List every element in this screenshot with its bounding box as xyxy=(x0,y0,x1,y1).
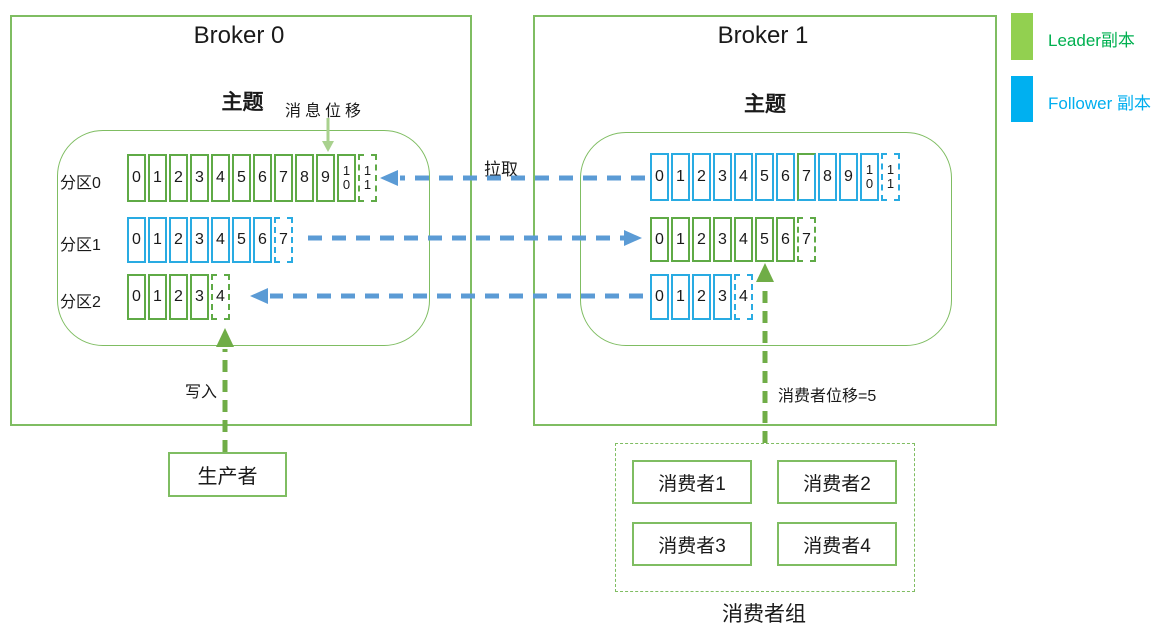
broker1-p0-cell-6: 6 xyxy=(776,153,795,201)
broker1-topic-label: 主题 xyxy=(744,93,786,116)
consumer-offset-label: 消费者位移=5 xyxy=(778,388,877,405)
broker0-p2-cell-0: 0 xyxy=(127,274,146,320)
broker0-partition1-label: 分区1 xyxy=(60,237,101,254)
broker1-p0-cell-3: 3 xyxy=(713,153,732,201)
broker0-p2-cell-3: 3 xyxy=(190,274,209,320)
broker0-p0-cell-7: 7 xyxy=(274,154,293,202)
broker0-p0-cell-8: 8 xyxy=(295,154,314,202)
broker0-p0-cell-3: 3 xyxy=(190,154,209,202)
consumer-group-box xyxy=(615,443,915,592)
broker0-p1-cell-7: 7 xyxy=(274,217,293,263)
broker0-p1-cell-5: 5 xyxy=(232,217,251,263)
broker0-p0-cell-6: 6 xyxy=(253,154,272,202)
broker0-p0-cell-10: 1 0 xyxy=(337,154,356,202)
broker0-p2-cell-1: 1 xyxy=(148,274,167,320)
broker0-p0-cell-0: 0 xyxy=(127,154,146,202)
broker0-p1-cell-6: 6 xyxy=(253,217,272,263)
consumer-group-label: 消费者组 xyxy=(722,603,806,626)
legend-follower-label: Follower 副本 xyxy=(1048,94,1151,113)
consumer-box-1: 消费者1 xyxy=(632,460,752,504)
broker0-p2-cell-4: 4 xyxy=(211,274,230,320)
legend-follower-swatch xyxy=(1011,76,1033,122)
broker0-p1-cell-2: 2 xyxy=(169,217,188,263)
broker1-p0-cell-5: 5 xyxy=(755,153,774,201)
broker1-p0-cell-4: 4 xyxy=(734,153,753,201)
legend-leader-label: Leader副本 xyxy=(1048,31,1135,50)
broker0-p0-cell-11: 1 1 xyxy=(358,154,377,202)
legend-leader-swatch xyxy=(1011,13,1033,60)
broker1-p1-cell-4: 4 xyxy=(734,217,753,262)
broker1-p1-cell-5: 5 xyxy=(755,217,774,262)
write-arrow-label: 写入 xyxy=(185,384,218,401)
broker0-p1-cell-3: 3 xyxy=(190,217,209,263)
broker1-p1-cell-0: 0 xyxy=(650,217,669,262)
broker0-p0-cell-5: 5 xyxy=(232,154,251,202)
broker1-p2-cell-0: 0 xyxy=(650,274,669,320)
broker1-p0-cell-11: 1 1 xyxy=(881,153,900,201)
broker0-p0-cell-1: 1 xyxy=(148,154,167,202)
broker0-p0-cell-4: 4 xyxy=(211,154,230,202)
broker1-p0-cell-8: 8 xyxy=(818,153,837,201)
consumer-box-3: 消费者3 xyxy=(632,522,752,566)
consumer-box-4: 消费者4 xyxy=(777,522,897,566)
broker1-p0-cell-9: 9 xyxy=(839,153,858,201)
message-offset-label: 消息位移 xyxy=(285,103,366,120)
broker0-title: Broker 0 xyxy=(193,22,285,49)
broker0-p1-cell-1: 1 xyxy=(148,217,167,263)
pull-arrow-label: 拉取 xyxy=(484,160,518,179)
broker1-p2-cell-4: 4 xyxy=(734,274,753,320)
broker1-p0-cell-0: 0 xyxy=(650,153,669,201)
broker1-p1-cell-7: 7 xyxy=(797,217,816,262)
broker0-partition0-label: 分区0 xyxy=(60,175,101,192)
broker0-box xyxy=(10,15,472,426)
producer-box: 生产者 xyxy=(168,452,287,497)
broker1-p1-cell-6: 6 xyxy=(776,217,795,262)
broker1-p1-cell-2: 2 xyxy=(692,217,711,262)
broker1-p0-cell-1: 1 xyxy=(671,153,690,201)
broker0-p2-cell-2: 2 xyxy=(169,274,188,320)
broker1-p0-cell-2: 2 xyxy=(692,153,711,201)
broker0-p0-cell-9: 9 xyxy=(316,154,335,202)
broker0-topic-label: 主题 xyxy=(221,91,264,114)
broker0-partition2-label: 分区2 xyxy=(60,294,101,311)
broker1-p2-cell-1: 1 xyxy=(671,274,690,320)
broker1-p0-cell-10: 1 0 xyxy=(860,153,879,201)
consumer-box-2: 消费者2 xyxy=(777,460,897,504)
broker0-p1-cell-0: 0 xyxy=(127,217,146,263)
broker1-p1-cell-1: 1 xyxy=(671,217,690,262)
broker1-p2-cell-3: 3 xyxy=(713,274,732,320)
broker0-p1-cell-4: 4 xyxy=(211,217,230,263)
broker0-p0-cell-2: 2 xyxy=(169,154,188,202)
broker1-p2-cell-2: 2 xyxy=(692,274,711,320)
broker1-p1-cell-3: 3 xyxy=(713,217,732,262)
broker1-title: Broker 1 xyxy=(717,22,809,49)
broker1-p0-cell-7: 7 xyxy=(797,153,816,201)
